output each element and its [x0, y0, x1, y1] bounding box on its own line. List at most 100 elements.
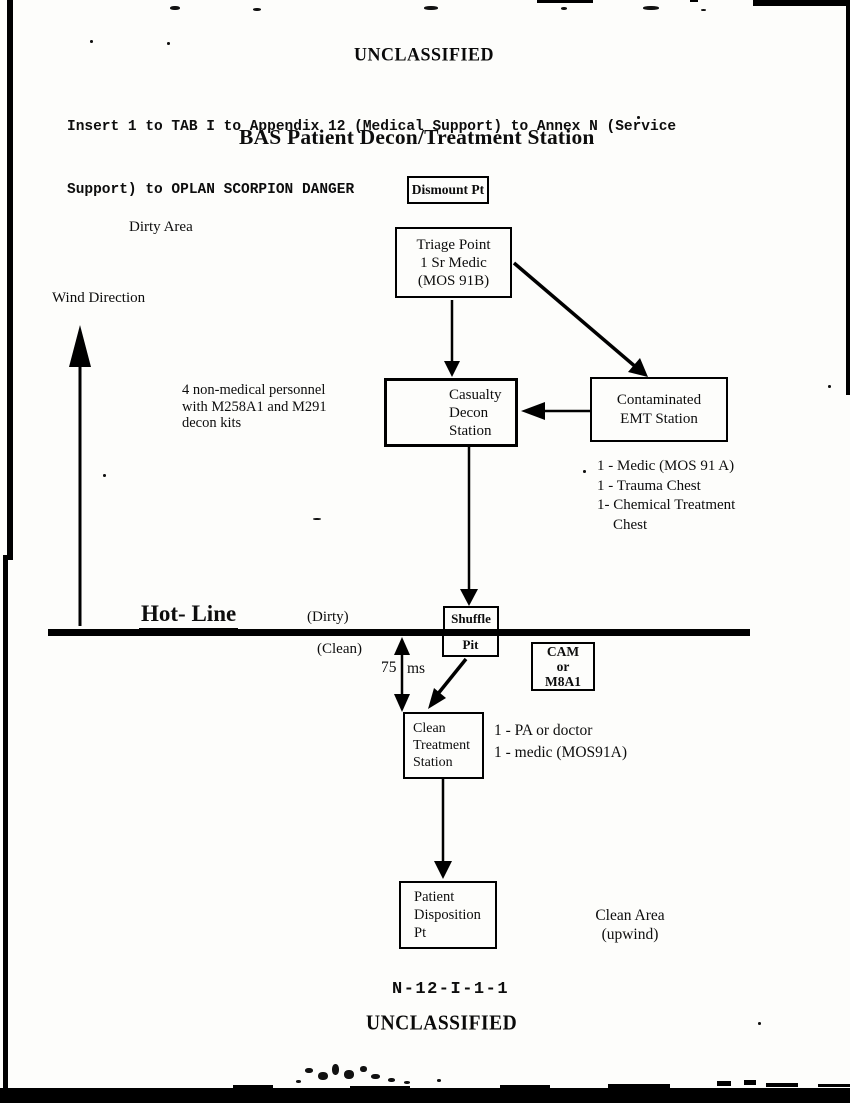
scan-speckle	[167, 42, 170, 45]
scan-speckle	[313, 518, 321, 520]
patient-disposition-box: Patient Disposition Pt	[399, 881, 497, 949]
scan-speckle	[90, 40, 93, 43]
triage-line: (MOS 91B)	[417, 272, 490, 289]
distance-unit-label: ms	[407, 660, 426, 677]
clean-treatment-line: Clean	[413, 721, 446, 736]
casualty-line: Decon	[449, 404, 489, 421]
patient-disposition-line: Patient	[414, 889, 455, 905]
scan-speckle	[643, 6, 659, 10]
scan-speckle	[424, 6, 438, 10]
arrow-casualty-to-shuffle-pit	[460, 447, 478, 606]
scan-dash	[350, 1086, 410, 1088]
contaminated-emt-station-box: Contaminated EMT Station	[590, 377, 728, 442]
emt-staffing-line: 1- Chemical Treatment	[597, 497, 736, 513]
patient-disposition-line: Disposition	[414, 907, 481, 923]
triage-line: Triage Point	[416, 236, 491, 253]
clean-treatment-line: Station	[413, 755, 453, 770]
scan-speckle	[103, 474, 106, 477]
emt-staffing-line: 1 - Medic (MOS 91 A)	[597, 458, 735, 474]
scan-edge-right	[846, 0, 850, 395]
scan-speckle	[828, 385, 831, 388]
shuffle-label: Shuffle	[451, 611, 491, 626]
casualty-line: Casualty	[449, 386, 502, 403]
casualty-decon-station-box: Casualty Decon Station	[384, 378, 518, 447]
scan-speckle	[583, 470, 586, 473]
scan-smudge	[371, 1074, 380, 1079]
patient-disposition-line: Pt	[414, 925, 427, 941]
clean-area-line: (upwind)	[601, 926, 659, 943]
clean-staffing-note: 1 - PA or doctor 1 - medic (MOS91A)	[494, 720, 627, 763]
scan-edge-top-b	[690, 0, 698, 2]
arrow-emt-to-casualty	[521, 402, 590, 420]
emt-staffing-note: 1 - Medic (MOS 91 A) 1 - Trauma Chest 1-…	[597, 457, 735, 535]
clean-area-label: Clean Area (upwind)	[585, 906, 675, 944]
scan-smudge	[388, 1078, 395, 1082]
scan-smudge	[437, 1079, 441, 1082]
wind-direction-arrow	[69, 325, 91, 626]
arrow-clean-to-patient	[434, 779, 452, 879]
decon-personnel-line: with M258A1 and M291	[182, 398, 327, 415]
shuffle-pit-box-upper: Shuffle	[443, 606, 499, 632]
dirty-area-label: Dirty Area	[129, 219, 193, 235]
wind-direction-label: Wind Direction	[52, 290, 146, 306]
page-title: BAS Patient Decon/Treatment Station	[239, 125, 595, 149]
clean-staffing-line: 1 - PA or doctor	[494, 722, 593, 739]
scan-smudge	[318, 1072, 328, 1080]
decon-personnel-note: 4 non-medical personnel with M258A1 and …	[182, 382, 327, 432]
cam-line: or	[556, 659, 570, 674]
scan-dash	[744, 1080, 756, 1085]
scan-smudge	[332, 1064, 339, 1075]
scan-edge-top-c	[753, 0, 850, 6]
classification-stamp-bottom: UNCLASSIFIED	[366, 1012, 518, 1035]
document-number: N-12-I-1-1	[392, 980, 510, 999]
scan-edge-left-lower	[3, 555, 8, 1090]
clean-staffing-line: 1 - medic (MOS91A)	[494, 743, 628, 761]
scan-speckle	[561, 7, 567, 10]
document-reference-text: Insert 1 to TAB I to Appendix 12 (Medica…	[67, 75, 676, 243]
reference-line-1: Insert 1 to TAB I to Appendix 12 (Medica…	[67, 119, 677, 135]
hot-line	[48, 629, 750, 636]
scan-smudge	[360, 1066, 367, 1072]
triage-line: 1 Sr Medic	[420, 254, 487, 271]
decon-personnel-line: 4 non-medical personnel	[182, 382, 326, 398]
dismount-point-label: Dismount Pt	[411, 182, 485, 197]
scan-smudge	[296, 1080, 301, 1083]
clean-treatment-line: Treatment	[413, 738, 471, 753]
scan-speckle	[637, 116, 640, 119]
arrow-triage-to-casualty	[444, 300, 460, 377]
scan-edge-bottom	[0, 1088, 850, 1103]
scan-dash	[233, 1085, 273, 1088]
scan-speckle	[253, 8, 261, 11]
scan-speckle	[758, 1022, 761, 1025]
pit-label: Pit	[462, 636, 479, 652]
distance-value-label: 75	[381, 659, 397, 676]
scan-speckle	[170, 6, 180, 10]
cam-line: M8A1	[545, 674, 581, 689]
casualty-line: Station	[449, 422, 492, 439]
decon-personnel-line: decon kits	[182, 415, 242, 431]
dirty-side-label: (Dirty)	[307, 609, 349, 625]
classification-stamp-top: UNCLASSIFIED	[354, 43, 495, 65]
emt-staffing-line: 1 - Trauma Chest	[597, 477, 701, 494]
contaminated-line: EMT Station	[620, 410, 698, 427]
scan-smudge	[305, 1068, 313, 1073]
emt-staffing-line: Chest	[613, 516, 648, 533]
contaminated-line: Contaminated	[616, 391, 702, 408]
scan-smudge	[344, 1070, 354, 1079]
clean-side-label: (Clean)	[317, 641, 362, 657]
scan-speckle	[701, 9, 706, 11]
scan-edge-top-a	[537, 0, 593, 3]
cam-m8a1-box: CAM or M8A1	[531, 642, 595, 691]
arrow-triage-to-emt	[512, 261, 648, 377]
scan-smudge	[404, 1081, 410, 1084]
clean-area-line: Clean Area	[595, 907, 665, 924]
scan-dash	[608, 1084, 670, 1088]
triage-point-box: Triage Point 1 Sr Medic (MOS 91B)	[395, 227, 512, 298]
arrow-shuffle-pit-to-clean	[428, 657, 468, 709]
hot-line-label: Hot- Line	[139, 601, 239, 631]
reference-line-2: Support) to OPLAN SCORPION DANGER	[67, 182, 355, 198]
scan-edge-left	[7, 0, 13, 560]
scan-dash	[818, 1084, 850, 1087]
scan-dash	[500, 1085, 550, 1088]
